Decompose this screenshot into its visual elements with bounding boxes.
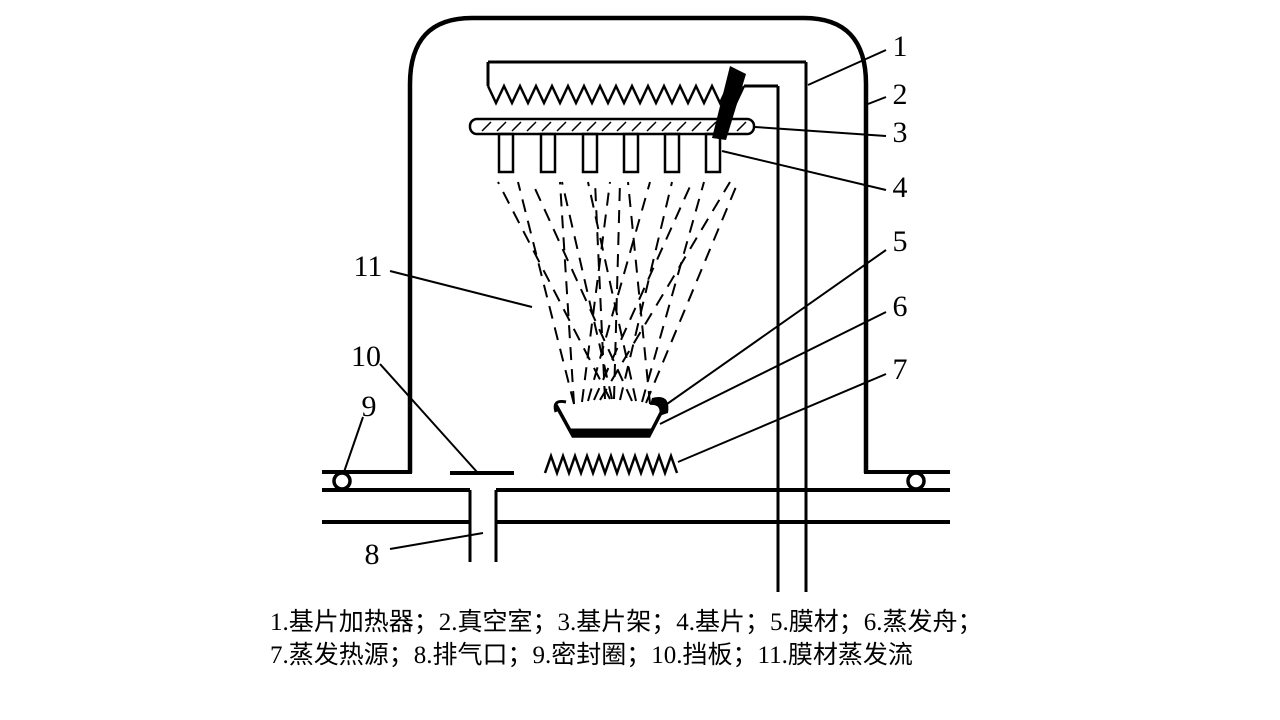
leader-4: [721, 150, 887, 191]
label-8: 8: [365, 538, 380, 571]
film-material: [650, 397, 669, 416]
substrate: [663, 132, 681, 174]
substrates: [497, 132, 722, 174]
label-7: 7: [893, 353, 908, 386]
boat-rim-left: [553, 400, 567, 413]
substrate: [497, 132, 515, 174]
seal-ring-left: [332, 471, 352, 491]
label-5: 5: [893, 225, 908, 258]
vacuum-chamber: [322, 15, 950, 474]
leader-2: [867, 96, 887, 105]
label-11: 11: [354, 250, 383, 283]
substrate: [622, 132, 640, 174]
base-plate: [322, 488, 950, 562]
label-4: 4: [893, 171, 908, 204]
substrate: [539, 132, 557, 174]
heater-electrodes: [486, 60, 808, 592]
label-9: 9: [362, 390, 377, 423]
leader-8: [389, 532, 484, 550]
holder-hatching: [481, 121, 747, 132]
part-labels: 1 2 3 4 5 6 7 8 9 10 11: [351, 30, 908, 571]
leader-6: [659, 311, 887, 425]
label-2: 2: [893, 78, 908, 111]
label-10: 10: [351, 340, 381, 373]
evaporation-boat: [553, 397, 669, 438]
leader-lines: [343, 49, 887, 550]
substrate-holder: [468, 117, 756, 136]
leader-11: [389, 270, 533, 308]
leader-1: [807, 49, 887, 86]
caption: 1.基片加热器；2.真空室；3.基片架；4.基片；5.膜材；6.蒸发舟； 7.蒸…: [270, 608, 983, 669]
leader-5: [666, 249, 887, 405]
leader-7: [677, 373, 887, 463]
substrate: [581, 132, 599, 174]
caption-line-2: 7.蒸发热源；8.排气口；9.密封圈；10.挡板；11.膜材蒸发流: [270, 641, 913, 669]
seal-ring-right: [906, 471, 926, 491]
evaporation-stream: [497, 181, 739, 405]
substrate: [704, 132, 722, 174]
label-1: 1: [893, 30, 908, 63]
evaporation-heat-source: [543, 452, 679, 477]
label-3: 3: [893, 116, 908, 149]
label-6: 6: [893, 290, 908, 323]
leader-3: [754, 126, 887, 137]
leader-10: [379, 363, 478, 473]
substrate-heater: [486, 83, 746, 106]
leader-9: [343, 416, 364, 473]
holder-marker-stroke: [712, 66, 746, 140]
caption-line-1: 1.基片加热器；2.真空室；3.基片架；4.基片；5.膜材；6.蒸发舟；: [270, 608, 983, 636]
